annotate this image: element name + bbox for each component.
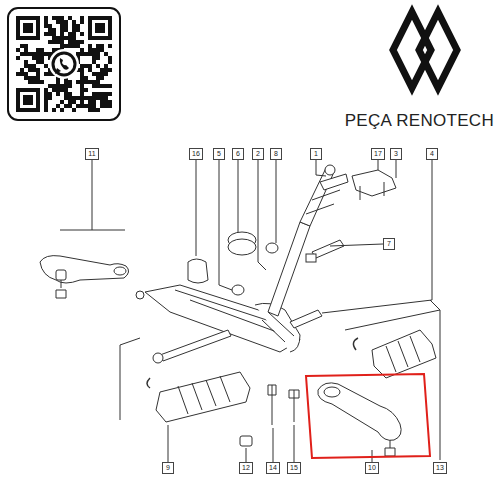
callout-number: 17 bbox=[374, 150, 382, 158]
callout-box: 12 bbox=[239, 462, 253, 474]
callout-number: 16 bbox=[192, 150, 200, 158]
callout-number: 8 bbox=[274, 150, 278, 158]
callout-box: 10 bbox=[365, 462, 379, 474]
callout-box: 7 bbox=[383, 238, 395, 250]
callout-box: 4 bbox=[426, 148, 438, 160]
callout-box: 16 bbox=[189, 148, 203, 160]
callout-box: 6 bbox=[232, 148, 244, 160]
callout-box: 8 bbox=[270, 148, 282, 160]
callout-box: 13 bbox=[433, 462, 447, 474]
callout-number: 11 bbox=[88, 150, 95, 158]
callout-box: 15 bbox=[287, 462, 301, 474]
callout-box: 2 bbox=[252, 148, 264, 160]
callout-box: 5 bbox=[213, 148, 225, 160]
callout-box: 11 bbox=[85, 148, 99, 160]
brand-text: PEÇA RENOTECH bbox=[345, 111, 494, 131]
callout-number: 2 bbox=[256, 150, 260, 158]
callout-number: 6 bbox=[236, 150, 240, 158]
callout-number: 12 bbox=[242, 464, 250, 472]
callout-number: 5 bbox=[217, 150, 221, 158]
callout-number: 13 bbox=[436, 464, 444, 472]
callout-box: 1 bbox=[310, 148, 322, 160]
callout-number: 10 bbox=[368, 464, 376, 472]
callout-box: 9 bbox=[162, 462, 174, 474]
callout-number: 1 bbox=[314, 150, 318, 158]
callout-number: 14 bbox=[269, 464, 277, 472]
callout-box: 14 bbox=[266, 462, 280, 474]
callout-number: 4 bbox=[430, 150, 434, 158]
callout-box: 17 bbox=[371, 148, 385, 160]
callout-number: 7 bbox=[387, 240, 391, 248]
callout-box: 3 bbox=[390, 148, 402, 160]
callout-number: 9 bbox=[166, 464, 170, 472]
callout-number: 3 bbox=[394, 150, 398, 158]
callout-number: 15 bbox=[290, 464, 298, 472]
